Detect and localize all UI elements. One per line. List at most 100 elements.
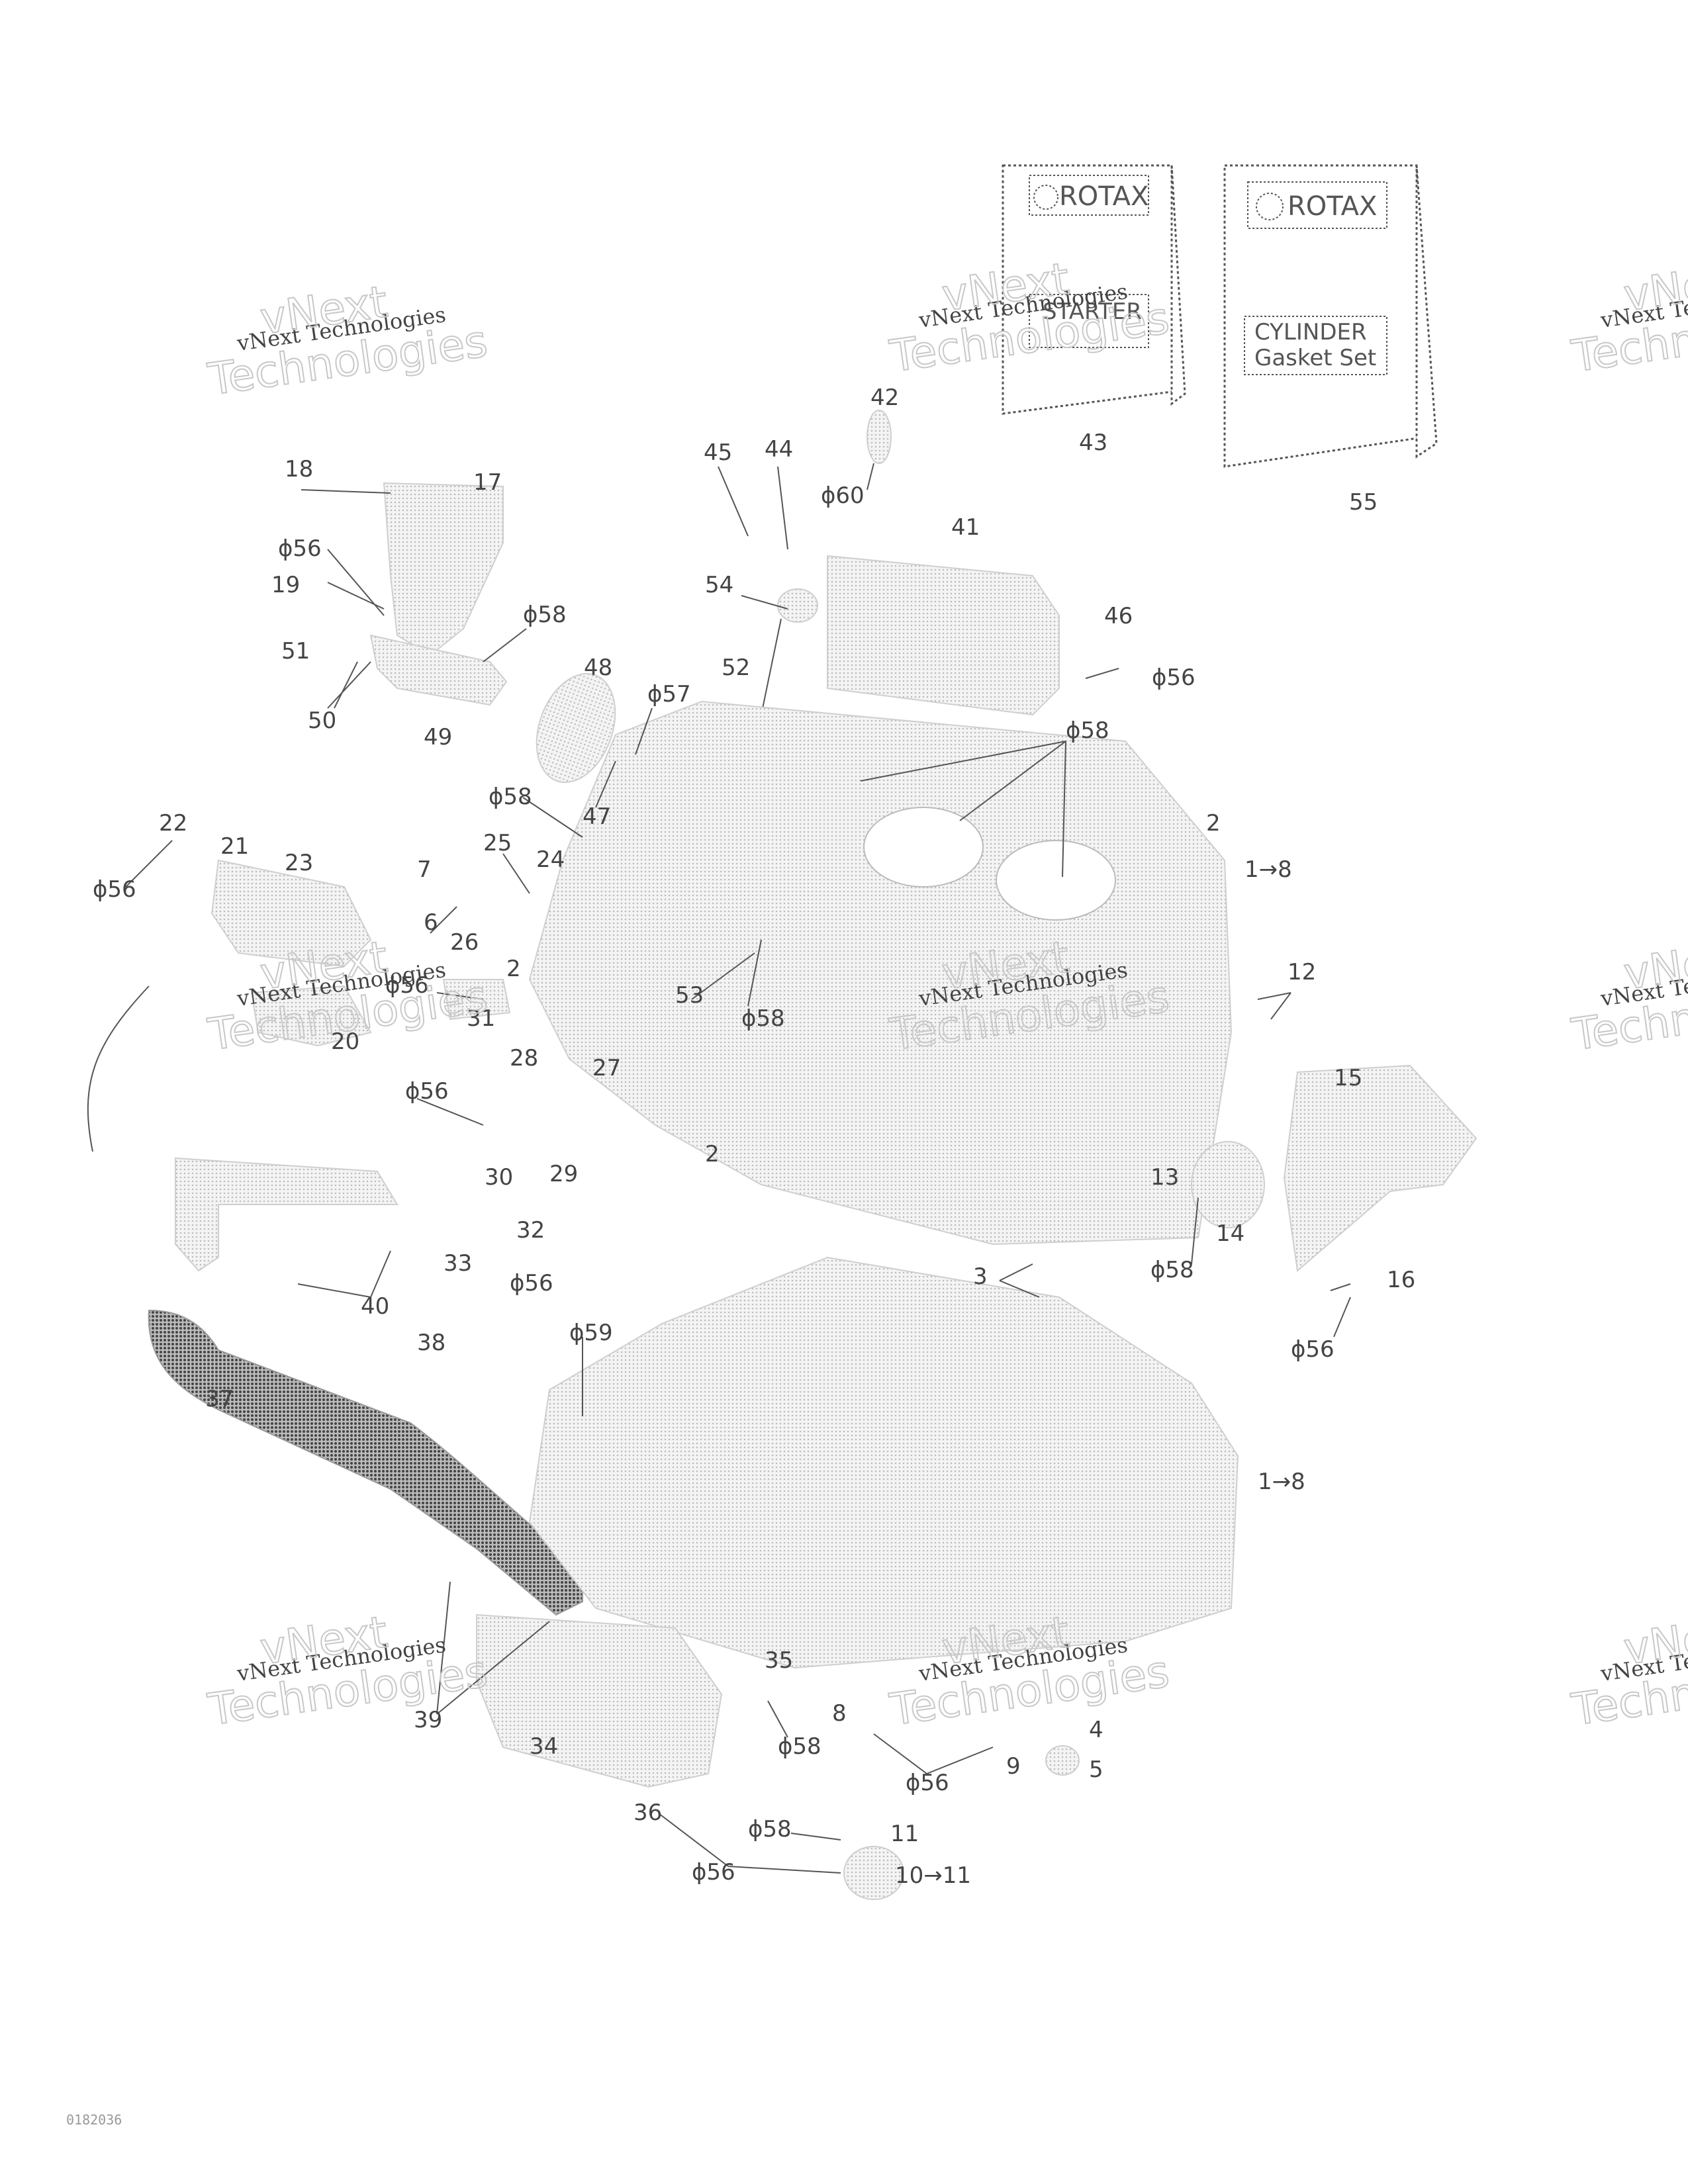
callout-label: ϕ58 — [489, 784, 532, 810]
part-5 — [1045, 1745, 1080, 1776]
callout-label: 35 — [765, 1647, 793, 1674]
callout-label: 51 — [281, 638, 310, 664]
callout-label: 41 — [951, 514, 980, 541]
cylinder-block-upper — [528, 700, 1233, 1246]
manual-cylinder-logo: ROTAX — [1288, 191, 1377, 222]
callout-label: 26 — [450, 929, 479, 956]
callout-label: 7 — [417, 856, 432, 883]
hose-38 — [175, 1157, 399, 1272]
callout-label: 54 — [705, 572, 733, 598]
manual-starter-logo: ROTAX — [1059, 181, 1149, 212]
callout-label: 4 — [1089, 1717, 1103, 1743]
callout-label: 32 — [516, 1217, 545, 1244]
callout-label: 20 — [331, 1028, 359, 1055]
cover-23 — [211, 859, 372, 968]
callout-label: 9 — [1006, 1753, 1021, 1780]
watermark: vNext Technologies vNext Technologies — [1568, 252, 1688, 383]
callout-label: ϕ56 — [385, 972, 429, 999]
manual-cylinder-title: CYLINDER — [1254, 319, 1367, 345]
callout-label: 15 — [1334, 1065, 1362, 1091]
rotax-logo-icon — [1256, 193, 1284, 220]
impeller-disc — [536, 672, 616, 784]
watermark: vNext Technologies vNext Technologies — [1568, 1606, 1688, 1736]
manual-cylinder-subtitle: Gasket Set — [1254, 345, 1376, 371]
callout-label: 18 — [285, 456, 313, 482]
callout-label: 28 — [510, 1045, 538, 1071]
callout-label: ϕ56 — [510, 1270, 553, 1297]
parts-artwork — [87, 410, 1477, 1900]
leader-lines — [125, 463, 1351, 1874]
rotax-logo-icon — [1033, 185, 1058, 210]
callout-label: ϕ58 — [741, 1005, 785, 1032]
starter-motor — [827, 555, 1060, 716]
callout-label: 10→11 — [895, 1862, 971, 1889]
callout-label: ϕ56 — [93, 876, 136, 903]
callout-label: 24 — [536, 846, 565, 873]
callout-label: 6 — [424, 909, 438, 936]
callout-label: 49 — [424, 724, 452, 751]
callout-label: 42 — [870, 385, 899, 411]
callout-label: 25 — [483, 830, 512, 856]
callout-label: 12 — [1288, 959, 1316, 985]
callout-label: 1→8 — [1244, 856, 1292, 883]
callout-label: 45 — [704, 439, 732, 466]
callout-label: 22 — [159, 810, 187, 837]
starter-bolt-head — [777, 588, 818, 623]
callout-label: 1→8 — [1258, 1469, 1305, 1495]
callout-label: 14 — [1216, 1220, 1244, 1247]
callout-label: ϕ58 — [778, 1733, 821, 1760]
crankcase-lower — [528, 1256, 1239, 1669]
callout-43: 43 — [1079, 430, 1107, 456]
callout-label: 46 — [1104, 603, 1133, 629]
callout-label: 52 — [722, 655, 750, 681]
svg-text:vNext: vNext — [1620, 931, 1688, 999]
callout-label: 13 — [1150, 1164, 1179, 1191]
manual-starter-title: STARTER — [1043, 298, 1142, 325]
callout-label: ϕ56 — [906, 1770, 949, 1796]
figure-reference: 0182036 — [66, 2112, 122, 2128]
callout-label: 19 — [271, 572, 300, 598]
watermarks: vNext Technologies vNext Technologies vN… — [204, 252, 1688, 1736]
callout-label: 11 — [890, 1821, 919, 1847]
callout-label: 5 — [1089, 1756, 1103, 1783]
svg-text:vNext: vNext — [1620, 253, 1688, 321]
callout-label: 30 — [485, 1164, 513, 1191]
callout-label: 53 — [675, 982, 704, 1009]
plug-13 — [1191, 1141, 1265, 1228]
callout-label: 2 — [1206, 810, 1221, 837]
water-pump-housing — [369, 634, 508, 706]
callout-label: 2 — [705, 1141, 720, 1167]
callout-label: 44 — [765, 436, 793, 463]
callout-label: ϕ58 — [1066, 717, 1109, 744]
block-31 — [442, 979, 511, 1021]
filter-10 — [843, 1846, 904, 1900]
callout-label: ϕ56 — [692, 1859, 735, 1886]
callout-label: ϕ58 — [523, 602, 567, 628]
callout-label: 39 — [414, 1707, 442, 1733]
callout-label: ϕ59 — [569, 1320, 613, 1346]
callout-55: 55 — [1349, 489, 1378, 516]
oil-pump-34 — [476, 1614, 723, 1788]
bracket-17 — [383, 482, 504, 657]
callout-label: 50 — [308, 707, 336, 734]
callout-label: 33 — [444, 1250, 472, 1277]
callout-label: ϕ57 — [647, 681, 691, 707]
sensor-20 — [250, 985, 372, 1047]
manual-cylinder-gasket: ROTAX CYLINDER Gasket Set — [1223, 164, 1438, 468]
callout-label: 36 — [633, 1799, 662, 1826]
callout-label: ϕ60 — [821, 482, 865, 509]
callout-label: 27 — [592, 1055, 621, 1081]
watermark: vNext Technologies vNext Technologies — [1568, 931, 1688, 1061]
callout-label: 40 — [361, 1293, 389, 1320]
callout-label: 31 — [467, 1005, 495, 1032]
callout-label: 34 — [530, 1733, 558, 1760]
manual-starter: ROTAX STARTER — [1002, 164, 1186, 415]
callout-label: 2 — [506, 956, 521, 982]
callout-label: 37 — [205, 1386, 234, 1412]
svg-text:vNext: vNext — [1620, 1606, 1688, 1674]
callout-label: 38 — [417, 1330, 445, 1356]
hose-37 — [148, 1309, 583, 1616]
callout-label: 16 — [1387, 1267, 1415, 1293]
